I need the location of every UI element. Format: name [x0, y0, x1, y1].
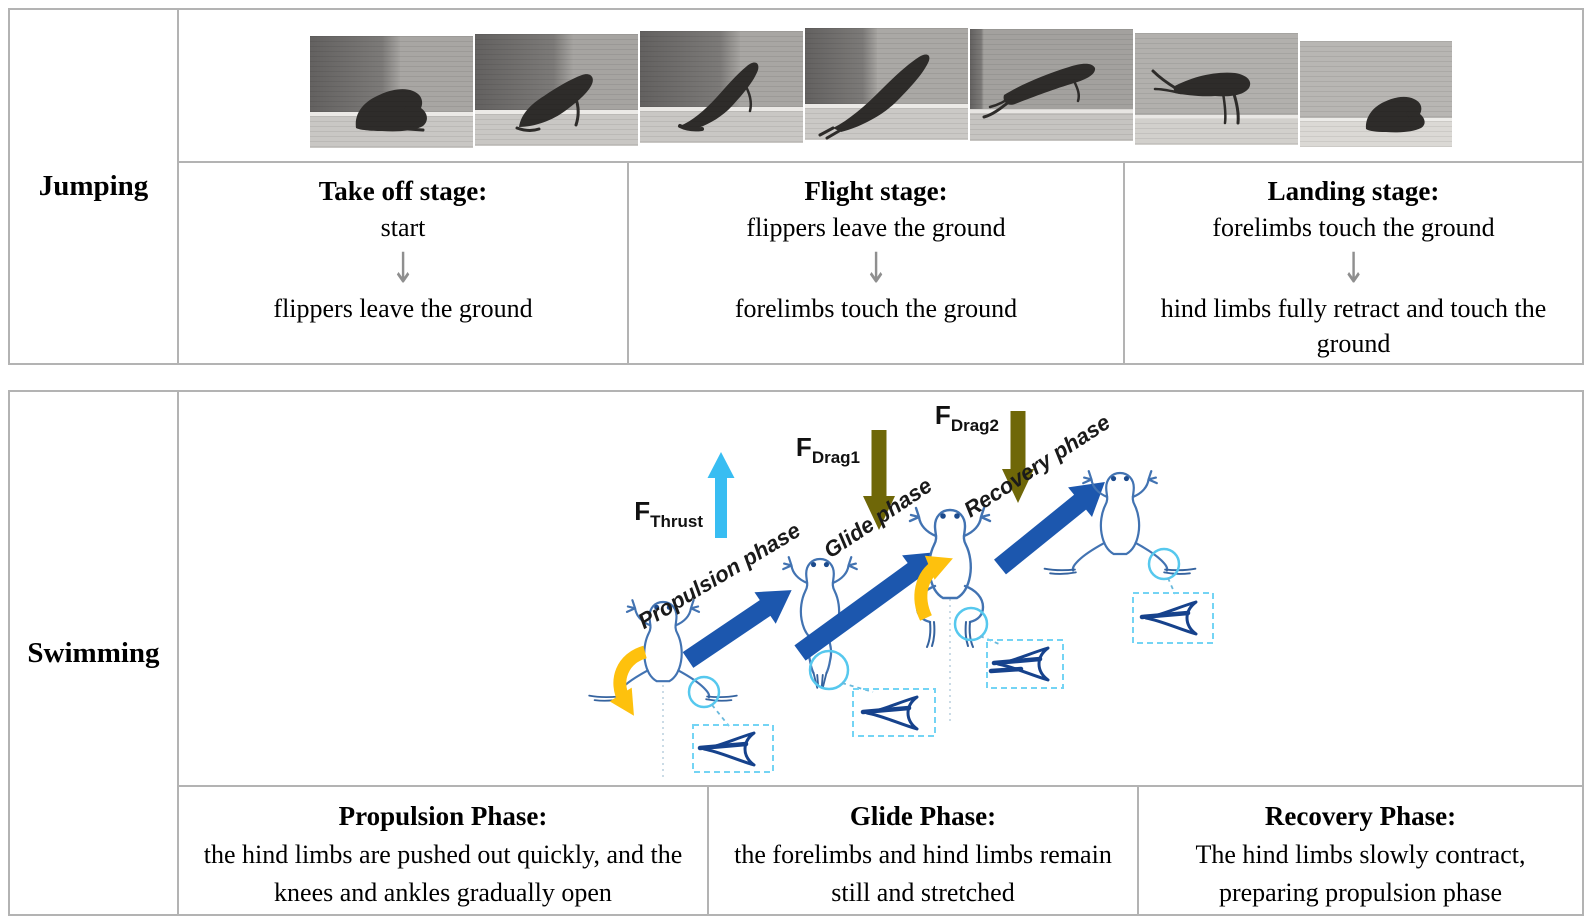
phase-description: the hind limbs are pushed out quickly, a… [203, 840, 683, 907]
rotation-arrow-icon [609, 645, 648, 716]
stage-step-from: forelimbs touch the ground [1212, 213, 1495, 242]
phase-description: the forelimbs and hind limbs remain stil… [734, 840, 1112, 907]
stage-step-to: flippers leave the ground [273, 294, 533, 323]
foot-detail-box [692, 724, 774, 773]
propulsion-phase-arrow-icon [682, 590, 792, 668]
stage-title: Take off stage: [318, 176, 488, 206]
thrust-force-label: FThrust [634, 496, 703, 531]
recovery-phase-arrow-icon [994, 482, 1105, 575]
drag2-force-label: FDrag2 [935, 400, 999, 435]
flipper-icon [1139, 600, 1198, 636]
flipper-icon [860, 695, 919, 731]
thrust-arrow-icon [707, 452, 735, 538]
flipper-icon [988, 646, 1050, 682]
landing-stage-cell: Landing stage: forelimbs touch the groun… [1123, 163, 1582, 363]
stage-title: Flight stage: [804, 176, 948, 206]
takeoff-stage-cell: Take off stage: start ↓ flippers leave t… [179, 163, 627, 363]
swimming-phase-diagram: FThrust Propulsion phase [179, 392, 1582, 787]
swimming-row-label-cell: Swimming [10, 392, 179, 914]
foot-detail-box [986, 639, 1064, 689]
foot-detail-circle [808, 649, 850, 691]
jump-photo-frame-7 [1299, 41, 1452, 147]
jump-photo-frame-4 [804, 28, 968, 140]
jumping-row-label-cell: Jumping [10, 10, 179, 363]
jumping-table: Jumping [8, 8, 1584, 365]
drag2-arrow-icon [1002, 411, 1034, 503]
down-arrow-icon: ↓ [1341, 243, 1366, 293]
foot-detail-line [1167, 577, 1176, 595]
flipper-icon [697, 731, 756, 767]
jump-photo-frame-5 [969, 29, 1133, 141]
foot-detail-line [711, 704, 730, 727]
jump-photo-frame-2 [474, 34, 638, 146]
frog-figure-recovered [1043, 470, 1197, 575]
foot-detail-circle [687, 675, 721, 709]
phase-title: Propulsion Phase: [338, 801, 548, 831]
drag1-force-label: FDrag1 [796, 432, 860, 467]
jumping-row-label: Jumping [38, 170, 149, 202]
recovery-phase-cell: Recovery Phase: The hind limbs slowly co… [1137, 787, 1582, 914]
glide-phase-cell: Glide Phase: the forelimbs and hind limb… [707, 787, 1137, 914]
phase-title: Glide Phase: [849, 801, 997, 831]
rotation-arrow-icon [914, 555, 953, 621]
jump-sequence-photos [179, 10, 1582, 163]
foot-detail-circle [1147, 547, 1181, 581]
foot-detail-line [841, 682, 874, 693]
phase-description: The hind limbs slowly contract, preparin… [1195, 840, 1526, 907]
down-arrow-icon: ↓ [390, 243, 416, 293]
propulsion-phase-cell: Propulsion Phase: the hind limbs are pus… [179, 787, 707, 914]
stage-step-from: flippers leave the ground [746, 213, 1006, 242]
phase-title: Recovery Phase: [1264, 801, 1457, 831]
down-arrow-icon: ↓ [863, 243, 889, 293]
glide-phase-arrow-icon [794, 551, 940, 661]
jump-photo-frame-6 [1134, 33, 1298, 145]
jump-photo-frame-1 [309, 36, 473, 148]
stage-step-from: start [380, 213, 426, 242]
foot-detail-box [852, 688, 936, 737]
drag1-arrow-icon [863, 430, 895, 530]
swimming-row-label: Swimming [27, 636, 160, 669]
stage-title: Landing stage: [1267, 176, 1440, 206]
foot-detail-circle [953, 606, 989, 642]
foot-detail-box [1132, 592, 1214, 644]
swimming-table: Swimming [8, 390, 1584, 916]
flight-stage-cell: Flight stage: flippers leave the ground … [627, 163, 1123, 363]
jump-photo-frame-3 [639, 31, 803, 143]
stage-step-to: hind limbs fully retract and touch the g… [1160, 294, 1547, 358]
stage-step-to: forelimbs touch the ground [734, 294, 1018, 323]
